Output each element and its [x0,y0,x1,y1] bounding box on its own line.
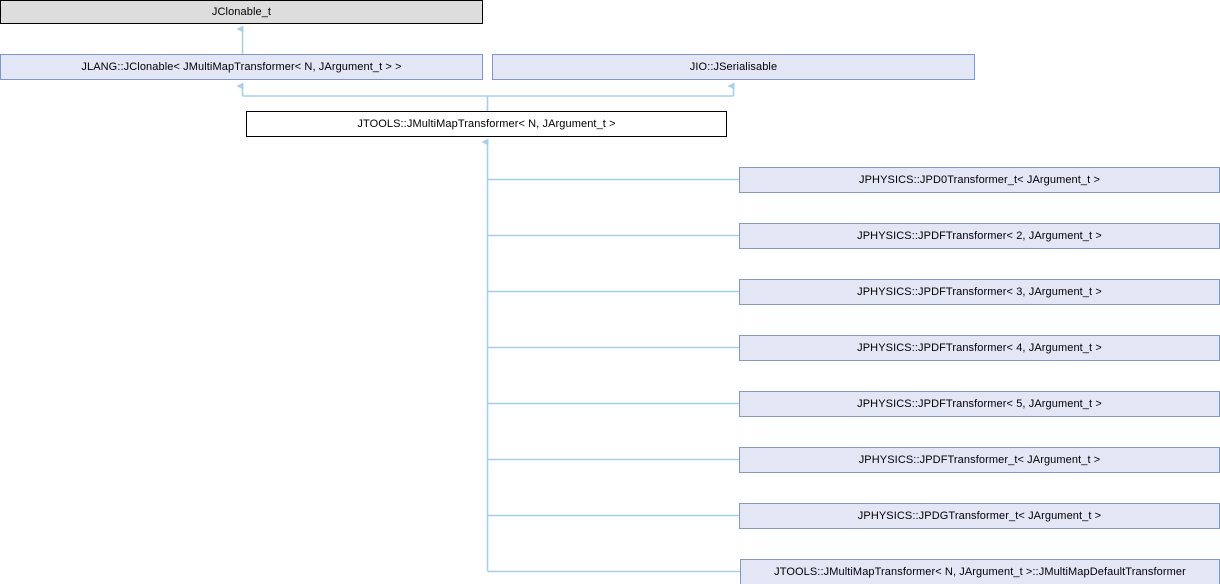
node-label: JPHYSICS::JPDFTransformer< 2, JArgument_… [857,229,1102,242]
node-derived-1[interactable]: JPHYSICS::JPDFTransformer< 2, JArgument_… [739,223,1220,249]
node-jlang-jclonable-template[interactable]: JLANG::JClonable< JMultiMapTransformer< … [0,54,483,80]
node-jtools-jmultimaptransformer[interactable]: JTOOLS::JMultiMapTransformer< N, JArgume… [246,111,727,137]
node-derived-3[interactable]: JPHYSICS::JPDFTransformer< 4, JArgument_… [739,335,1220,361]
node-label: JIO::JSerialisable [689,60,778,73]
node-label: JClonable_t [211,5,272,18]
node-derived-7[interactable]: JTOOLS::JMultiMapTransformer< N, JArgume… [740,559,1220,584]
node-derived-5[interactable]: JPHYSICS::JPDFTransformer_t< JArgument_t… [739,447,1220,473]
node-derived-4[interactable]: JPHYSICS::JPDFTransformer< 5, JArgument_… [739,391,1220,417]
node-jio-jserialisable[interactable]: JIO::JSerialisable [492,54,975,80]
node-label: JPHYSICS::JPDFTransformer< 3, JArgument_… [857,285,1102,298]
node-label: JTOOLS::JMultiMapTransformer< N, JArgume… [774,565,1186,578]
node-jclonable-t[interactable]: JClonable_t [0,0,483,24]
node-label: JPHYSICS::JPDGTransformer_t< JArgument_t… [857,509,1102,522]
node-derived-6[interactable]: JPHYSICS::JPDGTransformer_t< JArgument_t… [739,503,1220,529]
node-derived-2[interactable]: JPHYSICS::JPDFTransformer< 3, JArgument_… [739,279,1220,305]
node-label: JPHYSICS::JPD0Transformer_t< JArgument_t… [859,173,1100,186]
node-derived-0[interactable]: JPHYSICS::JPD0Transformer_t< JArgument_t… [739,167,1220,193]
node-label: JLANG::JClonable< JMultiMapTransformer< … [81,60,402,73]
node-label: JPHYSICS::JPDFTransformer< 5, JArgument_… [857,397,1102,410]
node-label: JPHYSICS::JPDFTransformer< 4, JArgument_… [857,341,1102,354]
node-label: JTOOLS::JMultiMapTransformer< N, JArgume… [357,117,616,130]
node-label: JPHYSICS::JPDFTransformer_t< JArgument_t… [858,453,1101,466]
